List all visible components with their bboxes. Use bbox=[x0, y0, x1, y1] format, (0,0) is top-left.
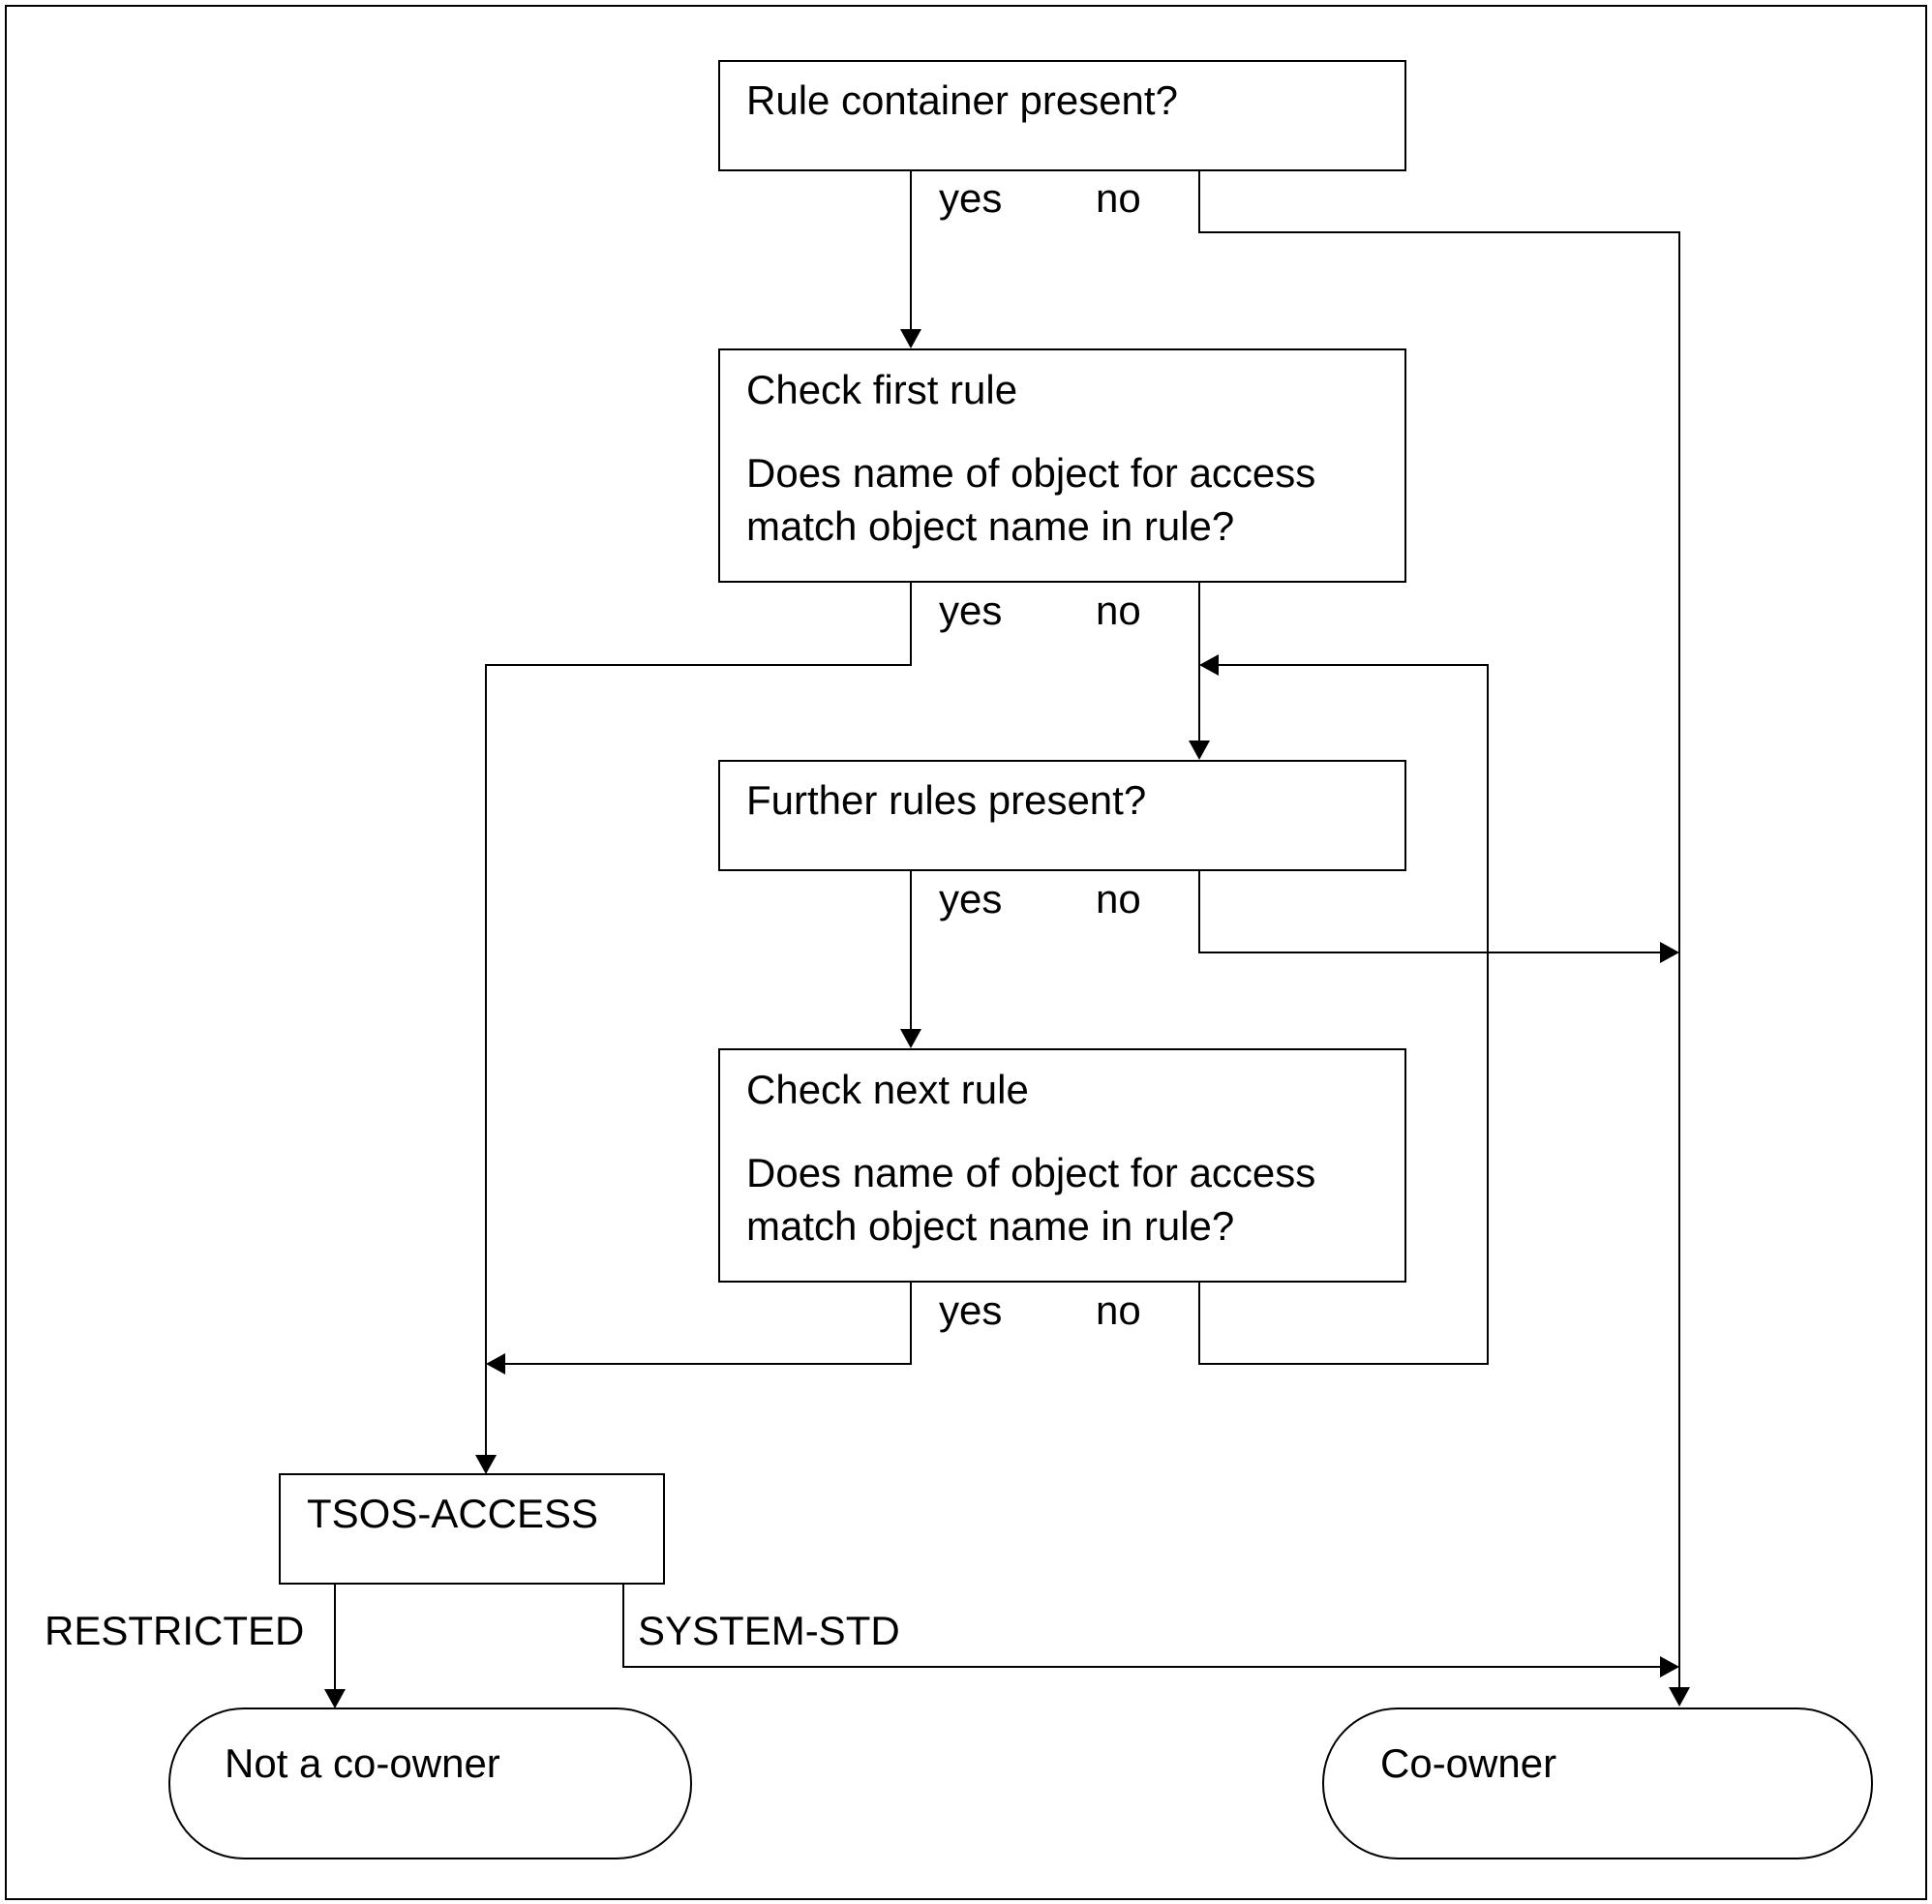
label-container-yes: yes bbox=[939, 175, 1002, 221]
rule-container-text: Rule container present? bbox=[746, 77, 1178, 123]
label-system-std: SYSTEM-STD bbox=[638, 1608, 900, 1653]
outer-frame bbox=[5, 5, 1927, 1900]
arrowhead-further-no bbox=[1660, 942, 1679, 963]
node-check-next-rule: Check next rule Does name of object for … bbox=[718, 1048, 1406, 1283]
check-next-line2: match object name in rule? bbox=[746, 1203, 1234, 1249]
check-next-line1: Does name of object for access bbox=[746, 1150, 1315, 1195]
node-further-rules: Further rules present? bbox=[718, 760, 1406, 871]
arrowhead-next-yes bbox=[486, 1353, 505, 1375]
connector-further-no bbox=[1198, 870, 1662, 953]
label-container-no: no bbox=[1096, 175, 1141, 221]
arrowhead-tsos bbox=[475, 1455, 497, 1474]
tsos-access-text: TSOS-ACCESS bbox=[307, 1491, 598, 1536]
node-not-coowner: Not a co-owner bbox=[168, 1708, 692, 1859]
box-rule-container bbox=[718, 60, 1406, 171]
arrowhead-check-first bbox=[900, 329, 921, 348]
check-first-line2: match object name in rule? bbox=[746, 503, 1234, 549]
box-check-next-rule bbox=[718, 1048, 1406, 1283]
node-check-first-rule: Check first rule Does name of object for… bbox=[718, 348, 1406, 583]
connectors bbox=[324, 170, 1690, 1708]
box-check-first-rule bbox=[718, 348, 1406, 583]
terminator-not-coowner bbox=[168, 1708, 692, 1859]
check-first-line1: Does name of object for access bbox=[746, 450, 1315, 496]
connector-system-std bbox=[622, 1584, 1662, 1668]
connector-next-no-loop bbox=[1198, 664, 1489, 1365]
check-next-title: Check next rule bbox=[746, 1067, 1029, 1112]
arrowhead-check-next bbox=[900, 1029, 921, 1048]
label-further-no: no bbox=[1096, 876, 1141, 922]
node-rule-container: Rule container present? bbox=[718, 60, 1406, 171]
connector-next-yes bbox=[503, 1282, 912, 1365]
label-further-yes: yes bbox=[939, 876, 1002, 922]
connector-first-yes bbox=[485, 582, 912, 1457]
check-first-title: Check first rule bbox=[746, 367, 1017, 412]
label-next-no: no bbox=[1096, 1287, 1141, 1333]
terminator-coowner bbox=[1322, 1708, 1873, 1859]
branch-labels: yes no yes no yes no yes no RESTRICTED S… bbox=[45, 175, 1141, 1653]
not-coowner-text: Not a co-owner bbox=[225, 1740, 500, 1786]
connector-container-no bbox=[1198, 170, 1680, 1689]
arrowhead-system-std bbox=[1660, 1656, 1679, 1677]
node-coowner: Co-owner bbox=[1322, 1708, 1873, 1859]
arrowhead-loop bbox=[1199, 654, 1219, 676]
arrowhead-coowner bbox=[1669, 1687, 1690, 1707]
coowner-text: Co-owner bbox=[1380, 1740, 1556, 1786]
label-restricted: RESTRICTED bbox=[45, 1608, 304, 1653]
node-tsos-access: TSOS-ACCESS bbox=[279, 1473, 665, 1585]
box-tsos-access bbox=[279, 1473, 665, 1585]
label-next-yes: yes bbox=[939, 1287, 1002, 1333]
arrowhead-not-coowner bbox=[324, 1689, 346, 1708]
label-first-yes: yes bbox=[939, 588, 1002, 633]
arrowhead-further-rules bbox=[1189, 740, 1210, 760]
further-rules-text: Further rules present? bbox=[746, 777, 1146, 823]
label-first-no: no bbox=[1096, 588, 1141, 633]
box-further-rules bbox=[718, 760, 1406, 871]
